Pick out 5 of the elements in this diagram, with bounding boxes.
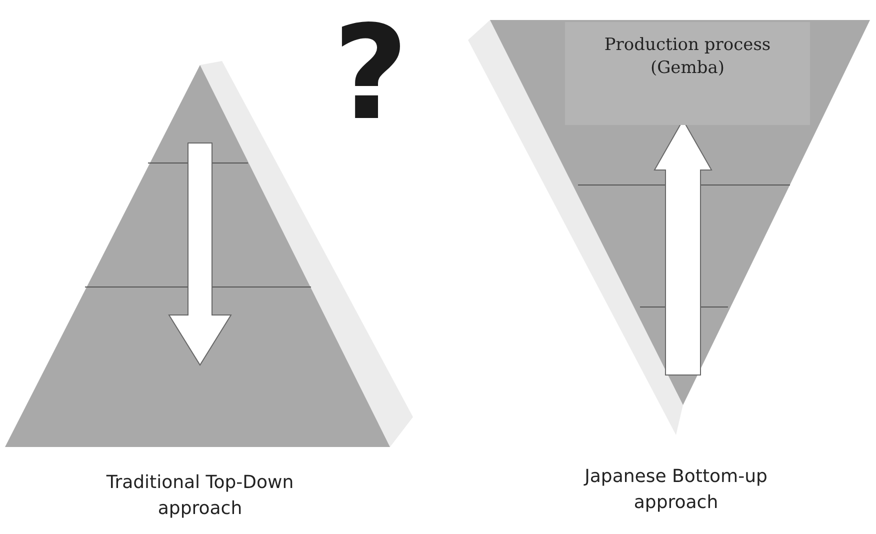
question-mark: ? <box>333 8 408 138</box>
process-box <box>565 22 810 125</box>
box-label: Production process (Gemba) <box>603 34 772 80</box>
approach-label: Traditional Top-Down approach <box>105 471 295 522</box>
approach-label: Japanese Bottom-up approach <box>582 465 768 516</box>
